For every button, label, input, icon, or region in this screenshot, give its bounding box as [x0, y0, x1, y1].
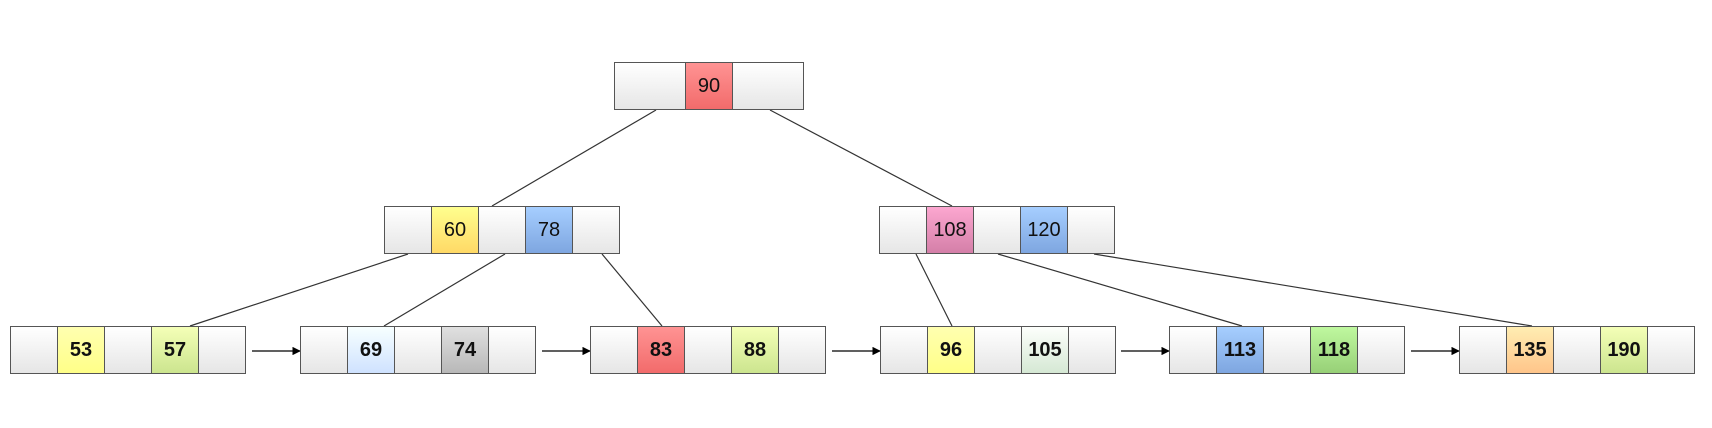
internal-key: 60	[431, 206, 479, 254]
pointer-slot	[1357, 326, 1405, 374]
leaf-key: 83	[637, 326, 685, 374]
pointer-slot	[198, 326, 246, 374]
internal-key: 108	[926, 206, 974, 254]
pointer-slot	[1459, 326, 1507, 374]
internal-node-1: 60 78	[384, 206, 620, 254]
pointer-slot	[1553, 326, 1601, 374]
edge-internal-1-leaf-3	[601, 253, 663, 327]
leaf-key: 57	[151, 326, 199, 374]
pointer-slot	[590, 326, 638, 374]
pointer-slot	[478, 206, 526, 254]
leaf-key: 88	[731, 326, 779, 374]
edge-internal-1-leaf-1	[189, 253, 409, 327]
pointer-slot	[572, 206, 620, 254]
edge-internal-2-leaf-5	[997, 253, 1243, 327]
pointer-slot	[10, 326, 58, 374]
pointer-slot	[394, 326, 442, 374]
leaf-key: 53	[57, 326, 105, 374]
pointer-slot	[300, 326, 348, 374]
leaf-key: 105	[1021, 326, 1069, 374]
pointer-slot	[973, 206, 1021, 254]
pointer-slot	[778, 326, 826, 374]
root-pointer-slot	[614, 62, 686, 110]
edge-root-internal-2	[769, 109, 953, 207]
leaf-key: 118	[1310, 326, 1358, 374]
leaf-node-1: 53 57	[10, 326, 246, 374]
leaf-node-5: 113 118	[1169, 326, 1405, 374]
pointer-slot	[684, 326, 732, 374]
edge-internal-1-leaf-2	[383, 253, 506, 327]
leaf-node-2: 69 74	[300, 326, 536, 374]
internal-node-2: 108 120	[879, 206, 1115, 254]
internal-key: 120	[1020, 206, 1068, 254]
pointer-slot	[384, 206, 432, 254]
edge-root-internal-1	[491, 109, 657, 207]
pointer-slot	[1647, 326, 1695, 374]
pointer-slot	[1068, 326, 1116, 374]
pointer-slot	[104, 326, 152, 374]
pointer-slot	[880, 326, 928, 374]
root-key-1: 90	[685, 62, 733, 110]
leaf-node-6: 135 190	[1459, 326, 1695, 374]
leaf-node-4: 96 105	[880, 326, 1116, 374]
pointer-slot	[1067, 206, 1115, 254]
pointer-slot	[488, 326, 536, 374]
leaf-key: 69	[347, 326, 395, 374]
pointer-slot	[879, 206, 927, 254]
root-node: 90	[614, 62, 804, 110]
leaf-node-3: 83 88	[590, 326, 826, 374]
leaf-key: 113	[1216, 326, 1264, 374]
internal-key: 78	[525, 206, 573, 254]
edge-internal-2-leaf-4	[915, 253, 953, 327]
root-pointer-slot	[732, 62, 804, 110]
leaf-key: 74	[441, 326, 489, 374]
edge-internal-2-leaf-6	[1093, 253, 1533, 327]
leaf-key: 135	[1506, 326, 1554, 374]
pointer-slot	[1169, 326, 1217, 374]
leaf-key: 96	[927, 326, 975, 374]
leaf-key: 190	[1600, 326, 1648, 374]
pointer-slot	[974, 326, 1022, 374]
pointer-slot	[1263, 326, 1311, 374]
